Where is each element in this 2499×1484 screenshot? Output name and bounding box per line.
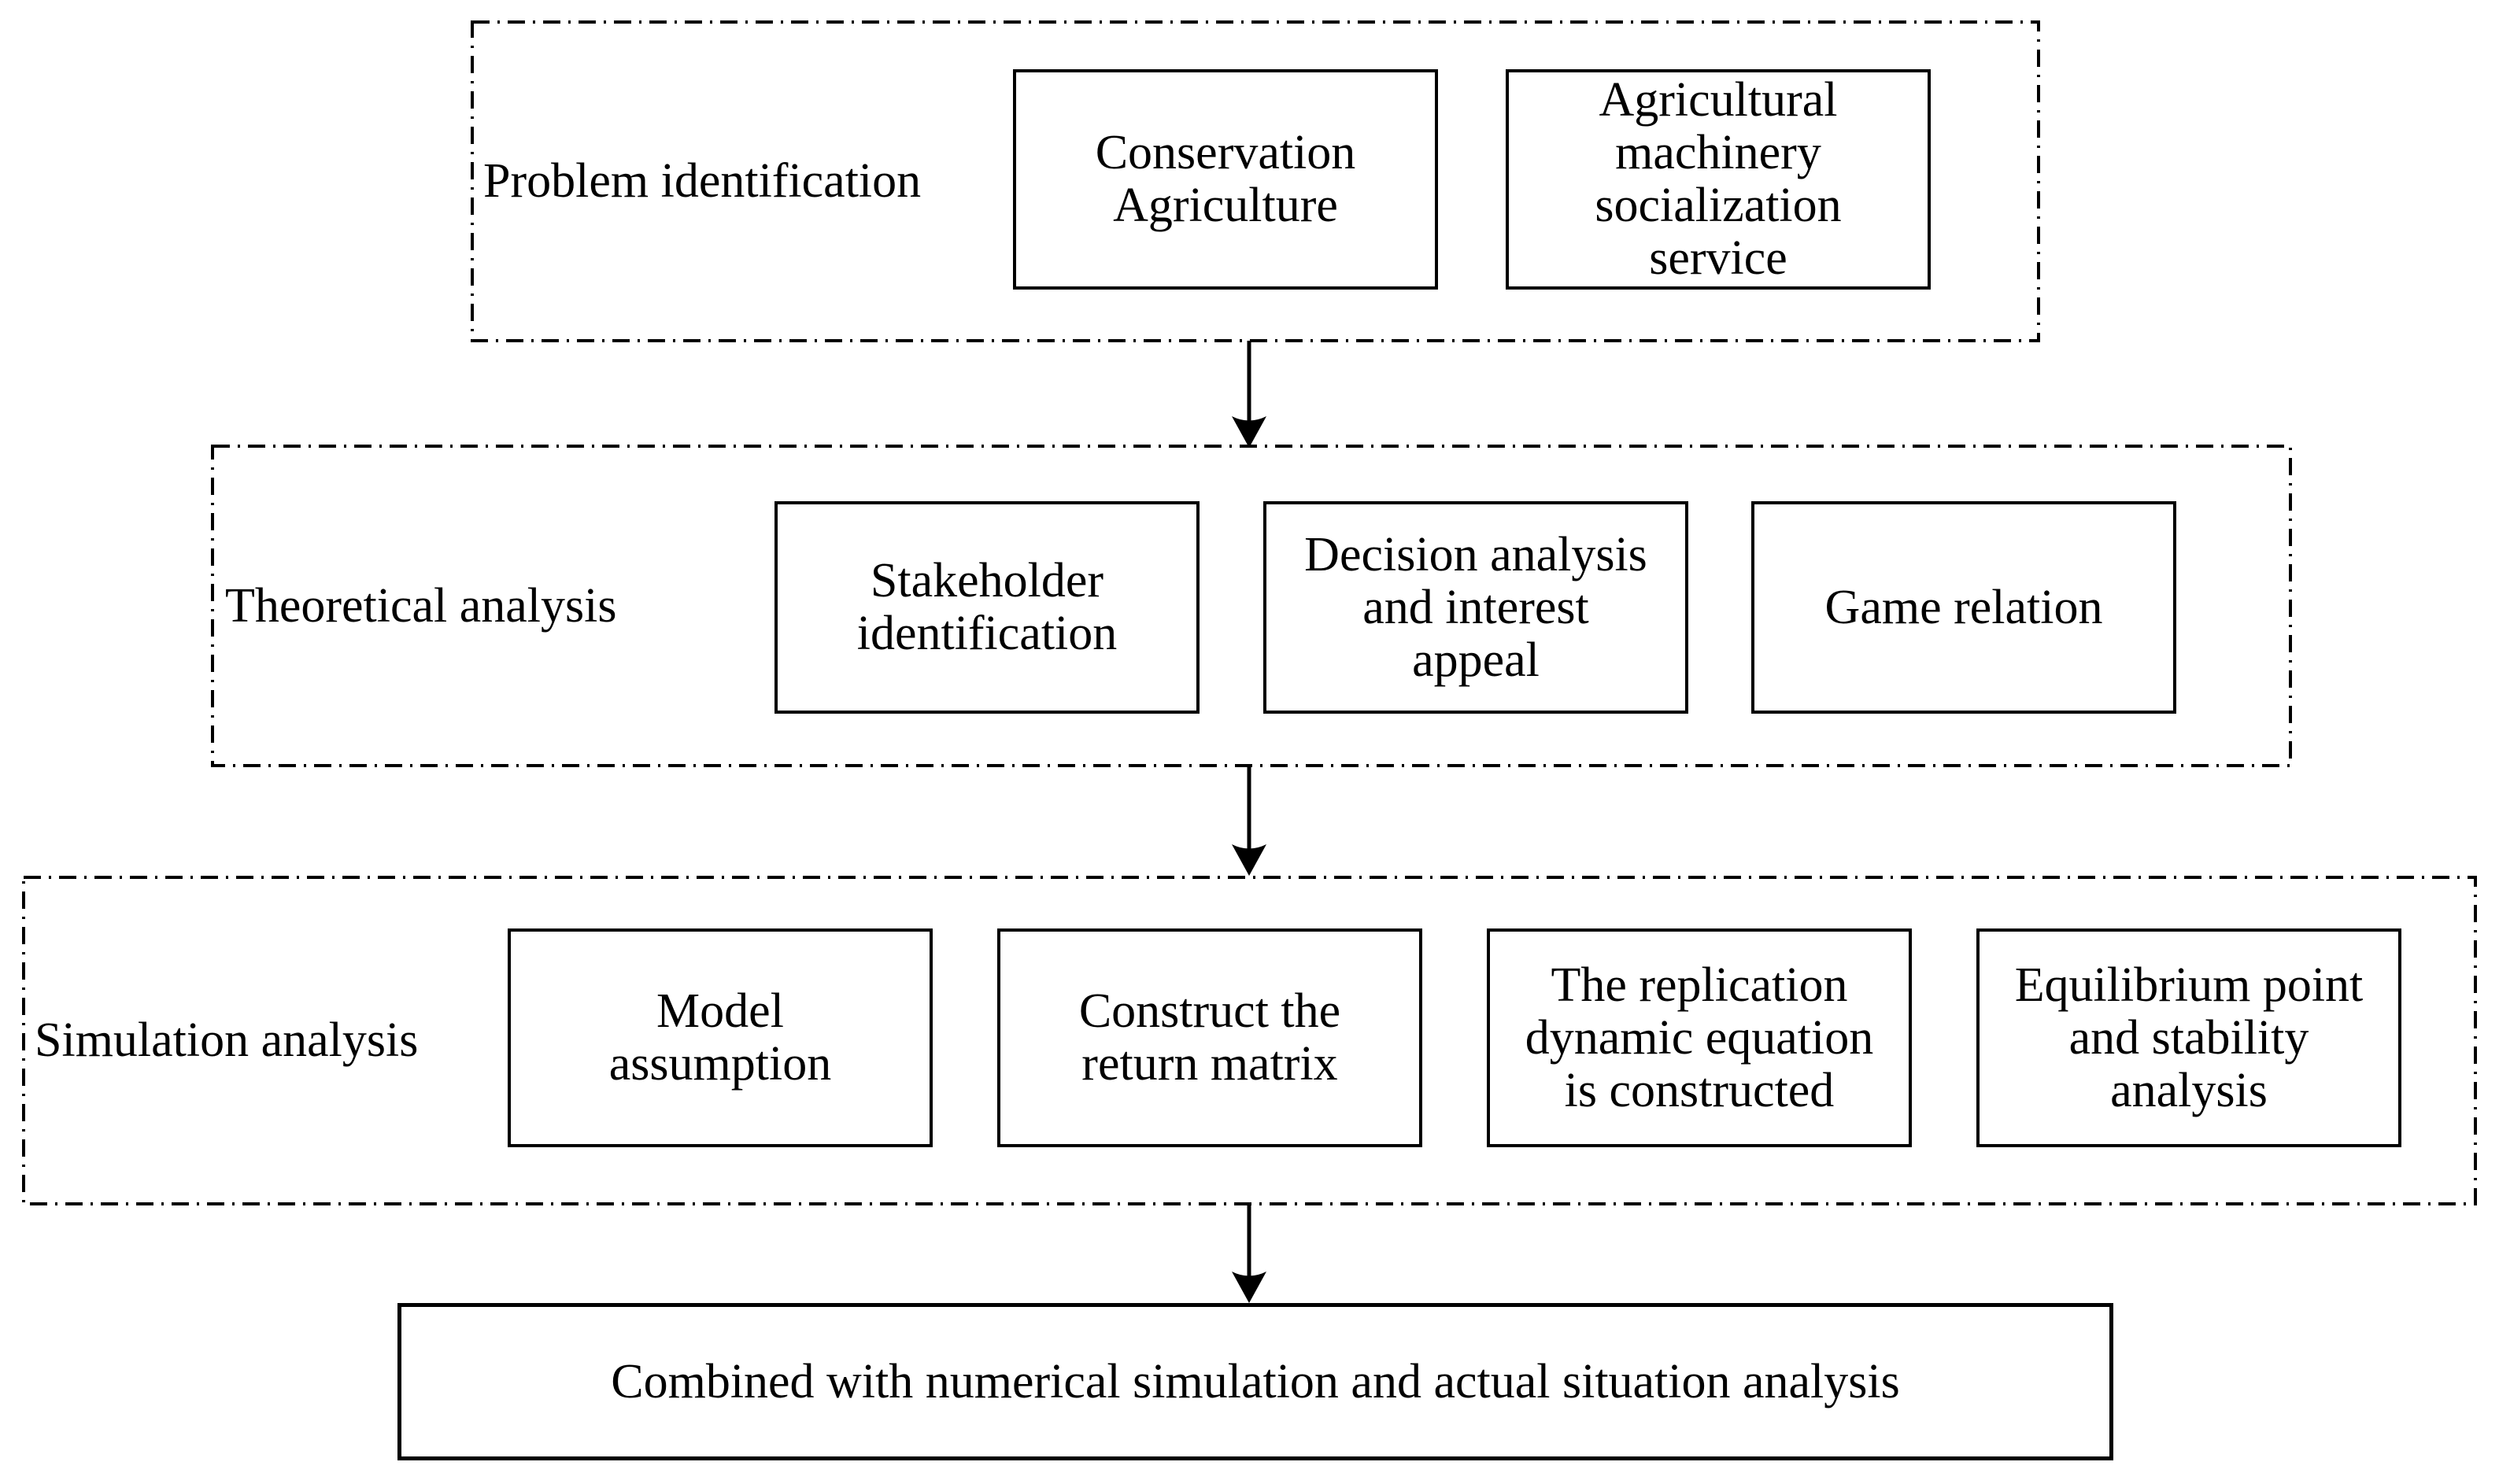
flow-arrow-2	[1232, 766, 1266, 876]
node-combined-numerical-simulation-analysis: Combined with numerical simulation and a…	[397, 1303, 2113, 1460]
node-replication-dynamic-equation: The replication dynamic equation is cons…	[1487, 928, 1912, 1147]
arrow-head-icon	[1232, 1272, 1266, 1303]
node-model-assumption: Model assumption	[508, 928, 933, 1147]
node-agricultural-machinery-socialization-service: Agricultural machinery socialization ser…	[1506, 69, 1931, 290]
section-label-problem-identification: Problem identification	[483, 154, 922, 208]
node-game-relation: Game relation	[1751, 501, 2176, 714]
node-decision-analysis-and-interest-appeal: Decision analysis and interest appeal	[1263, 501, 1688, 714]
node-equilibrium-point-and-stability-analysis: Equilibrium point and stability analysis	[1976, 928, 2401, 1147]
arrow-head-icon	[1232, 416, 1266, 448]
flow-arrow-3	[1232, 1204, 1266, 1303]
flow-arrow-1	[1232, 341, 1266, 448]
section-border-problem-identification	[471, 20, 2040, 342]
section-label-theoretical-analysis: Theoretical analysis	[225, 578, 617, 633]
arrow-head-icon	[1232, 844, 1266, 876]
node-construct-the-return-matrix: Construct the return matrix	[997, 928, 1422, 1147]
node-stakeholder-identification: Stakeholder identification	[774, 501, 1200, 714]
section-border-theoretical-analysis	[211, 445, 2292, 767]
node-conservation-agriculture: Conservation Agriculture	[1013, 69, 1438, 290]
section-label-simulation-analysis: Simulation analysis	[35, 1013, 419, 1067]
